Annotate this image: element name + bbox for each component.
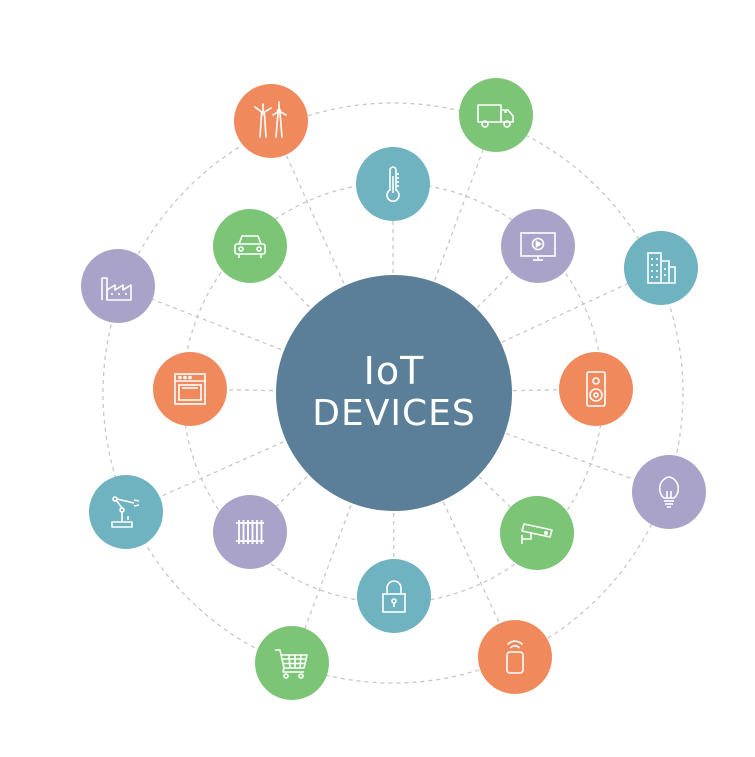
factory-icon — [101, 277, 132, 301]
tv-icon — [520, 232, 556, 261]
thermometer-icon — [386, 166, 400, 202]
device-node-speaker — [559, 352, 633, 426]
device-node-building — [624, 231, 698, 305]
device-node-robot-arm — [89, 475, 163, 549]
padlock-icon — [382, 580, 406, 613]
car-icon — [234, 235, 266, 258]
outer-ring — [102, 102, 684, 684]
shopping-cart-icon — [275, 649, 308, 679]
device-node-lightbulb — [632, 455, 706, 529]
device-node-oven — [153, 352, 227, 426]
iot-devices-hub: IoT DEVICES — [276, 275, 512, 511]
device-node-truck — [459, 78, 533, 152]
radiator-icon — [236, 520, 264, 544]
device-node-radiator — [213, 495, 287, 569]
robot-arm-icon — [111, 496, 140, 528]
wireless-remote-icon — [506, 640, 524, 674]
truck-icon — [477, 104, 514, 128]
device-node-wind-turbine — [234, 84, 308, 158]
device-node-car — [213, 209, 287, 283]
speaker-icon — [586, 371, 606, 407]
hub-title-line2: DEVICES — [312, 393, 476, 434]
device-node-thermometer — [356, 147, 430, 221]
device-node-padlock — [357, 559, 431, 633]
wind-turbine-icon — [254, 101, 287, 138]
device-node-factory — [81, 249, 155, 323]
security-camera-icon — [521, 523, 553, 544]
oven-icon — [174, 373, 206, 405]
device-node-security-camera — [500, 496, 574, 570]
building-icon — [647, 252, 676, 284]
device-node-shopping-cart — [255, 626, 329, 700]
device-node-wireless-remote — [478, 620, 552, 694]
hub-title-line1: IoT — [363, 349, 425, 393]
device-node-tv — [501, 209, 575, 283]
lightbulb-icon — [658, 476, 680, 508]
